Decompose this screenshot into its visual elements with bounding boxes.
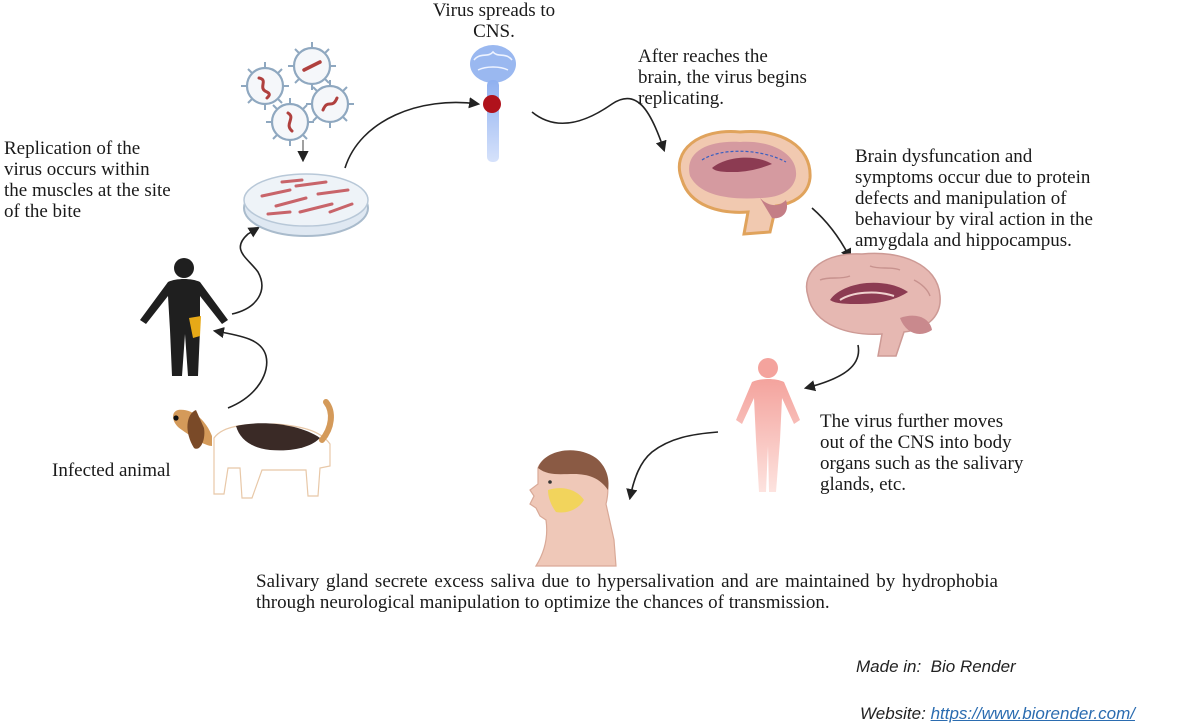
brain-sagittal-icon (677, 129, 812, 236)
website-label: Website: (860, 704, 926, 723)
virus-icon (241, 42, 354, 163)
human-body-icon (736, 358, 800, 492)
caption-virus-spreads: Virus spreads to CNS. (432, 0, 556, 42)
credit-made-in: Made in: Bio Render (856, 657, 1016, 677)
website-link[interactable]: https://www.biorender.com/ (930, 704, 1135, 723)
arrow-dog-to-human (212, 327, 268, 409)
caption-brain-dysfunction: Brain dysfuncation and symptoms occur du… (855, 146, 1093, 251)
caption-infected-animal: Infected animal (52, 460, 171, 481)
arrow-human-to-dish (231, 226, 263, 315)
cycle-arrows (212, 97, 860, 501)
made-in-label: Made in: (856, 657, 922, 676)
spinal-cord-icon (470, 45, 516, 162)
human-head-icon (529, 450, 617, 567)
credit-website: Website: https://www.biorender.com/ (860, 704, 1135, 724)
arrow-brain-to-brain (811, 207, 852, 261)
infected-person-icon (140, 258, 228, 376)
arrow-body-to-head (626, 431, 719, 501)
caption-salivary: Salivary gland secrete excess saliva due… (256, 571, 998, 613)
arrow-cord-to-brain (531, 97, 667, 153)
caption-replication: Replication of the virus occurs within t… (4, 138, 171, 222)
dog-icon (173, 399, 334, 499)
arrow-brain-to-body (803, 344, 860, 392)
made-in-value: Bio Render (930, 657, 1016, 676)
caption-virus-moves: The virus further moves out of the CNS i… (820, 411, 1024, 495)
brain-lateral-icon (805, 252, 941, 357)
arrow-dish-to-cord (344, 97, 481, 169)
petri-dish-icon (243, 173, 369, 237)
caption-after-reaches: After reaches the brain, the virus begin… (638, 46, 807, 109)
